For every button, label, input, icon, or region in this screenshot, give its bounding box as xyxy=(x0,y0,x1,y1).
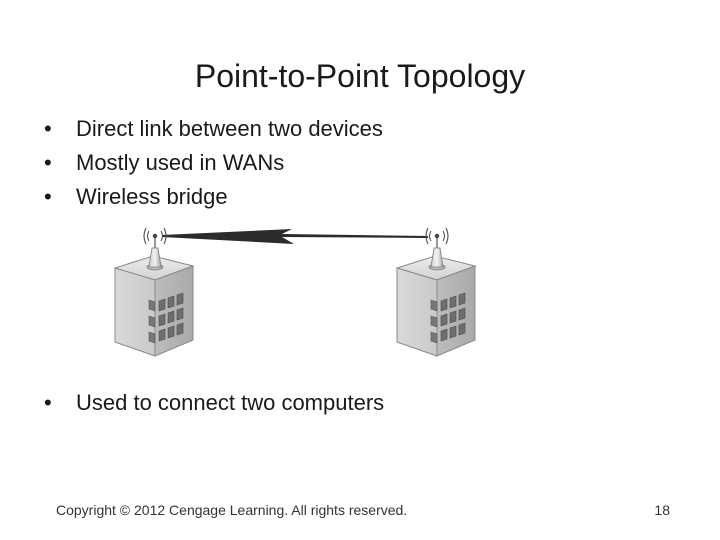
bullet-dot: • xyxy=(44,150,52,175)
bullet-list-top: • Direct link between two devices • Mostly… xyxy=(44,112,383,214)
bullet-text: Direct link between two devices xyxy=(76,116,383,141)
page-number: 18 xyxy=(654,502,670,518)
bullet-list-bottom: • Used to connect two computers xyxy=(44,386,384,420)
bullet-text: Mostly used in WANs xyxy=(76,150,285,175)
bullet-item: • Direct link between two devices xyxy=(44,112,383,146)
bullet-dot: • xyxy=(44,184,52,209)
bullet-item: • Used to connect two computers xyxy=(44,386,384,420)
bullet-item: • Mostly used in WANs xyxy=(44,146,383,180)
slide-title: Point-to-Point Topology xyxy=(194,58,526,94)
bullet-item: • Wireless bridge xyxy=(44,180,383,214)
wireless-link-bolt xyxy=(162,229,428,244)
bullet-text: Wireless bridge xyxy=(76,184,228,209)
point-to-point-diagram xyxy=(114,227,476,357)
building-left xyxy=(114,227,194,357)
building-right xyxy=(396,227,476,357)
bullet-text: Used to connect two computers xyxy=(76,390,385,415)
bullet-dot: • xyxy=(44,116,52,141)
bullet-dot: • xyxy=(44,390,52,415)
footer-copyright: Copyright © 2012 Cengage Learning. All r… xyxy=(56,502,408,518)
